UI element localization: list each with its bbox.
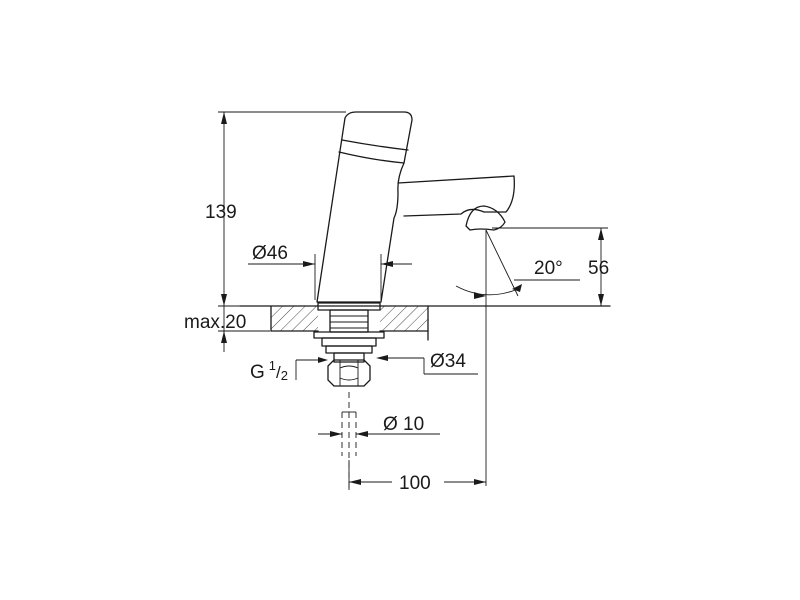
dim-pipe-diameter	[318, 431, 440, 437]
dim-label-56: 56	[588, 258, 609, 279]
dim-label-139: 139	[205, 202, 237, 223]
dim-outlet-height	[492, 227, 608, 306]
thread-slash: /	[276, 363, 281, 382]
thread-denominator: 2	[281, 368, 288, 383]
dim-shank-diameter	[376, 355, 478, 375]
dim-label-100: 100	[399, 473, 431, 494]
dim-label-diameter-34: Ø34	[430, 351, 466, 372]
dim-label-angle-20: 20°	[534, 258, 563, 279]
dim-label-max-20: max.20	[184, 312, 246, 333]
dim-thread	[295, 357, 328, 380]
dim-angle	[455, 229, 580, 486]
thread-g: G	[250, 362, 265, 383]
dim-max-thickness	[218, 305, 270, 352]
dim-label-diameter-10: Ø 10	[383, 414, 424, 435]
faucet-body	[316, 111, 515, 303]
dim-total-height	[218, 111, 346, 307]
mounting-shank	[313, 302, 385, 387]
countertop-section	[239, 305, 611, 341]
thread-numerator: 1	[269, 358, 276, 373]
dim-spout-diameter	[248, 254, 412, 300]
dim-label-diameter-46: Ø46	[252, 243, 288, 264]
